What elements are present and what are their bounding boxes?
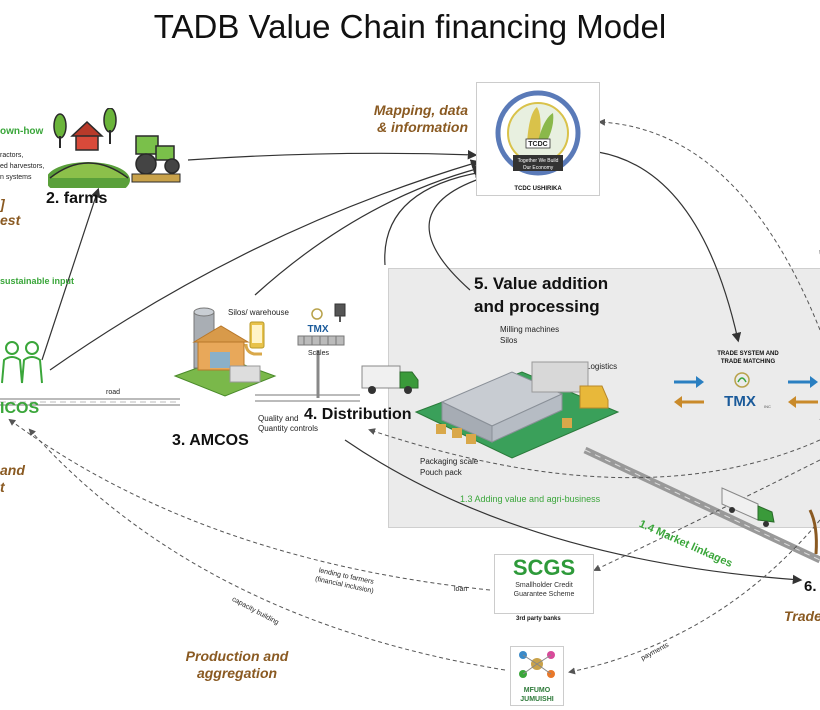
left-brown-top-line: est xyxy=(0,212,21,228)
milling-label-line: Silos xyxy=(500,336,518,345)
trade-brown-label: Trade xyxy=(784,608,820,624)
left-brown-top-line: ] xyxy=(0,196,5,212)
quality-label: Quality and Quantity controls xyxy=(258,414,318,434)
tcdc-seal-icon: TCDC Together We Build Our Economy xyxy=(495,90,581,176)
left-brown-bottom: and t xyxy=(0,462,25,496)
scgs-name: Smallholder Credit Guarantee Scheme xyxy=(495,581,593,599)
amcos-label: 3. AMCOS xyxy=(172,432,249,449)
scale-tower-icon xyxy=(334,303,346,322)
weighbridge-icon xyxy=(297,335,345,346)
warehouse-to-tcdc-arrow xyxy=(254,165,483,296)
scgs-name-line: Smallholder Credit xyxy=(515,582,573,589)
packaging-label: Packaging scale Pouch pack xyxy=(420,456,478,478)
trade-system-line: TRADE MATCHING xyxy=(720,359,776,365)
scgs-logo-card: SCGS Smallholder Credit Guarantee Scheme xyxy=(494,554,594,614)
production-label-line: Production and xyxy=(185,648,289,664)
loan-label: loan xyxy=(454,586,468,593)
trade-to-scgs-dashed xyxy=(593,459,820,572)
tcdc-caption: TCDC USHIRIKA xyxy=(514,186,562,192)
equipment-list: ractors, ed harvestors, n systems xyxy=(0,150,44,183)
tcdc-logo-card: TCDC Together We Build Our Economy TCDC … xyxy=(476,82,600,196)
amcos-to-tcdc-arrow xyxy=(49,159,481,371)
road-label: road xyxy=(106,389,121,396)
amcos-to-farms-arrow xyxy=(41,187,101,361)
mfumo-name-line: MFUMO xyxy=(523,687,551,694)
packaging-label-line: Pouch pack xyxy=(420,468,462,477)
exchange-arrows-left-icon xyxy=(674,376,704,408)
value-addition-line: 5. Value addition xyxy=(474,274,609,293)
sustainable-input-label: sustainable input xyxy=(0,276,75,286)
packaging-label-line: Packaging scale xyxy=(420,457,479,466)
value-addition-line: and processing xyxy=(474,297,600,316)
right-dashed-to-tcdc xyxy=(598,118,820,331)
production-label: Production and aggregation xyxy=(184,648,290,682)
tcdc-abbr: TCDC xyxy=(528,141,547,148)
distribution-truck-icon xyxy=(361,365,419,394)
capacity-dashed xyxy=(28,428,506,671)
silos-label: Silos/ warehouse xyxy=(228,308,289,317)
farms-to-tcdc-arrow xyxy=(187,149,478,161)
tcdc-seal-line: Together We Build xyxy=(518,158,559,164)
amcos-logo-text: ICOS xyxy=(0,400,40,417)
mfumo-logo-card: MFUMO JUMUISHI xyxy=(510,646,564,706)
page-title: TADB Value Chain financing Model xyxy=(153,8,667,45)
scgs-name-line: Guarantee Scheme xyxy=(513,591,575,598)
quality-label-line: Quality and xyxy=(258,414,299,423)
left-brown-top: ] est xyxy=(0,196,20,228)
tmx-trade-logo-icon: TMX INC xyxy=(724,372,771,410)
farm-illustration xyxy=(48,108,181,188)
left-brown-bottom-line: t xyxy=(0,479,5,495)
equipment-item: ractors, xyxy=(0,152,24,159)
processing-to-tcdc-arrow xyxy=(428,173,491,291)
know-how-label: own-how xyxy=(0,126,44,137)
equipment-item: ed harvestors, xyxy=(0,163,45,170)
mapping-label-line: Mapping, data xyxy=(373,102,468,118)
mfumo-name-line: JUMUISHI xyxy=(520,696,554,703)
tmx-trade-text: TMX xyxy=(724,393,756,410)
scgs-logo: SCGS xyxy=(512,555,576,580)
adding-value-label: 1.3 Adding value and agri-business xyxy=(460,494,601,504)
phone-hand-icon xyxy=(244,321,265,356)
trade-system-label: TRADE SYSTEM AND TRADE MATCHING xyxy=(712,350,784,366)
trade-edge-marker xyxy=(806,506,820,556)
payments-dashed xyxy=(568,519,820,675)
milling-label: Milling machines Silos xyxy=(500,324,559,346)
processing-factory-illustration xyxy=(414,361,620,459)
scales-label: Scales xyxy=(308,350,330,357)
mapping-label: Mapping, data & information xyxy=(368,102,468,136)
highway-truck-icon xyxy=(721,487,775,527)
tcdc-seal-line: Our Economy xyxy=(523,165,554,171)
distribution-to-tcdc-arrow xyxy=(384,168,485,266)
farms-label: 2. farms xyxy=(46,190,108,207)
tmx-inc-text: INC xyxy=(764,404,771,409)
quality-label-line: Quantity controls xyxy=(258,424,319,433)
lending-dashed xyxy=(8,418,491,591)
distribution-to-trade-arrow xyxy=(344,439,803,585)
tcdc-to-trade-system-arrow xyxy=(597,151,742,343)
left-brown-bottom-line: and xyxy=(0,462,25,478)
trade-system-line: TRADE SYSTEM AND xyxy=(717,351,779,357)
value-addition-label: 5. Value addition and processing xyxy=(474,272,608,318)
trade-label: 6. xyxy=(804,578,817,595)
milling-label-line: Milling machines xyxy=(500,325,560,334)
logistics-label: Logistics xyxy=(586,362,618,371)
cooperative-members-icon xyxy=(1,341,43,384)
distribution-label: 4. Distribution xyxy=(304,406,412,423)
banks-label: 3rd party banks xyxy=(516,616,561,622)
mfumo-network-icon xyxy=(519,651,555,678)
warehouse-illustration xyxy=(173,307,277,397)
mapping-label-line: & information xyxy=(377,119,468,135)
production-label-line: aggregation xyxy=(196,665,278,681)
mfumo-name: MFUMO JUMUISHI xyxy=(511,686,563,704)
exchange-arrows-right-icon xyxy=(788,376,818,408)
tmx-logo-icon: TMX xyxy=(307,308,329,335)
tmx-text: TMX xyxy=(307,324,328,335)
equipment-item: n systems xyxy=(0,174,32,181)
trade-to-processing-dashed xyxy=(368,428,820,479)
